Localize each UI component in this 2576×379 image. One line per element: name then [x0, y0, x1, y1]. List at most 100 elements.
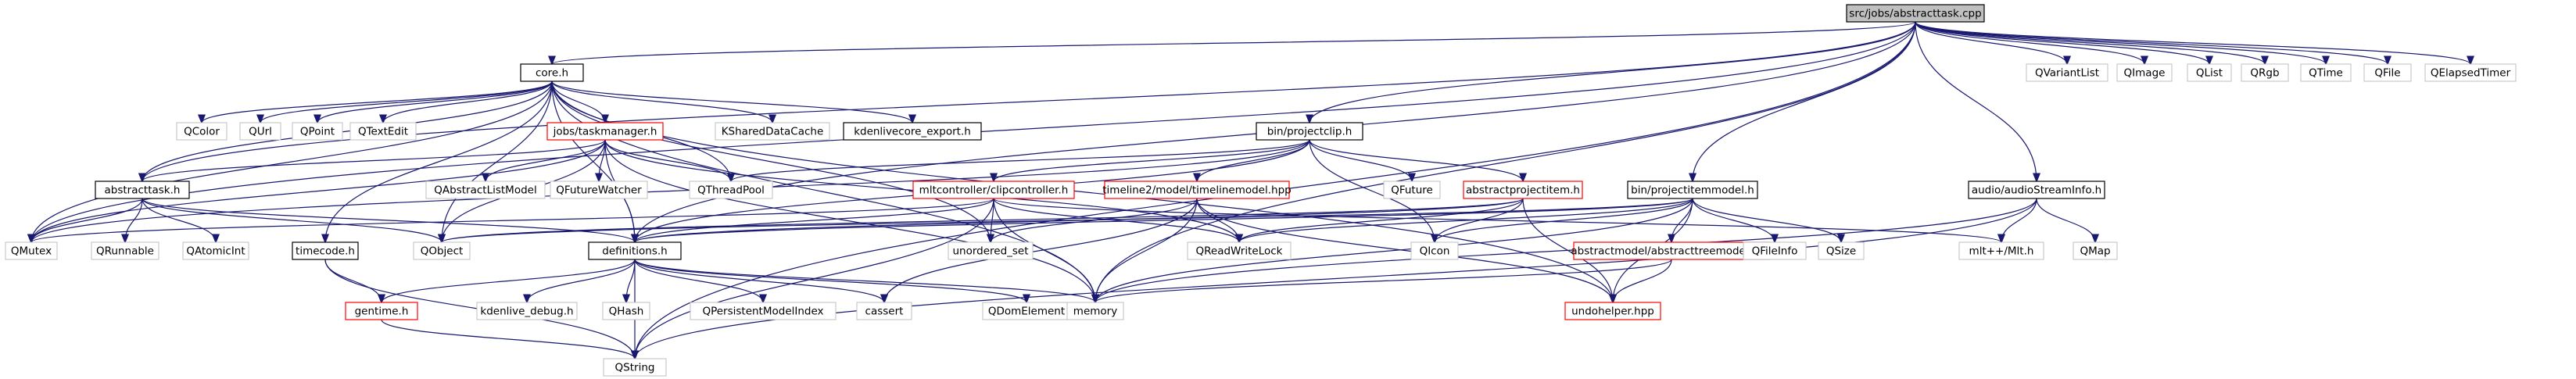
edge-core-to-KSharedDataCache: [551, 80, 772, 123]
edge-core-to-QPoint: [317, 80, 553, 123]
node-box: [95, 181, 190, 199]
node-label: abstractmodel/abstracttreemodel.hpp: [1571, 245, 1772, 258]
node-label: timeline2/model/timelinemodel.hpp: [1102, 184, 1291, 197]
node-box: [1958, 241, 2044, 260]
node-box: [602, 302, 650, 320]
node-label: QTime: [2309, 67, 2343, 80]
node-label: QSize: [1826, 245, 1856, 258]
edge-clipcontroller-to-mlt: [993, 198, 2001, 242]
edge-projectitemmodel-to-memory: [1095, 198, 1693, 302]
node-box: [1968, 181, 2105, 199]
edge-abstracttreemodel-to-memory: [1095, 259, 1672, 302]
node-label: QThreadPool: [697, 184, 765, 197]
edge-projectclip-to-QFuture: [1309, 139, 1412, 181]
node-box: [176, 122, 228, 141]
node-label: QColor: [184, 126, 220, 138]
edge-projectclip-to-QIcon: [1309, 139, 1435, 242]
edge-audiostreaminfo-to-mlt: [2001, 198, 2037, 242]
edge-root-to-QFile: [1915, 21, 2388, 64]
node-label: QObject: [421, 245, 464, 258]
node-undohelper[interactable]: undohelper.hpp: [1564, 302, 1661, 320]
node-abstracttask_h[interactable]: abstracttask.h: [95, 181, 190, 199]
node-abstractprojectitem[interactable]: abstractprojectitem.h: [1463, 181, 1583, 199]
edge-abstracttreemodel-to-undohelper: [1613, 259, 1672, 302]
node-QRgb: QRgb: [2241, 63, 2289, 82]
node-projectitemmodel[interactable]: bin/projectitemmodel.h: [1627, 181, 1758, 199]
edge-definitions-to-memory: [634, 259, 1095, 302]
edge-core-to-QColor: [202, 80, 553, 123]
edge-projectclip-to-timelinemodel: [1197, 139, 1310, 181]
edge-projectitemmodel-to-QObject: [442, 198, 1693, 242]
edge-abstracttask_h-to-QObject: [142, 198, 442, 242]
edge-core-to-timecode: [325, 80, 553, 242]
node-label: unordered_set: [952, 245, 1028, 258]
node-QAtomicInt: QAtomicInt: [182, 241, 249, 260]
node-box: [2187, 63, 2232, 82]
node-audiostreaminfo[interactable]: audio/audioStreamInfo.h: [1968, 181, 2105, 199]
edge-core-to-QUrl: [260, 80, 553, 123]
edge-clipcontroller-to-definitions: [635, 198, 994, 242]
edge-projectclip-to-abstractprojectitem: [1309, 139, 1523, 181]
node-taskmanager[interactable]: jobs/taskmanager.h: [546, 122, 664, 141]
node-root[interactable]: src/jobs/abstracttask.cpp: [1846, 4, 1985, 23]
node-timelinemodel[interactable]: timeline2/model/timelinemodel.hpp: [1102, 181, 1292, 199]
node-projectclip[interactable]: bin/projectclip.h: [1256, 122, 1363, 141]
edge-projectclip-to-clipcontroller: [994, 139, 1310, 181]
node-kdenlivecore_export[interactable]: kdenlivecore_export.h: [843, 122, 982, 141]
node-definitions[interactable]: definitions.h: [588, 241, 682, 260]
edge-projectclip-to-QMutex: [31, 139, 1310, 242]
node-label: KSharedDataCache: [722, 126, 824, 138]
node-label: QIcon: [1420, 245, 1450, 258]
edge-core-to-unordered_set: [551, 80, 991, 242]
node-kdenlive_debug: kdenlive_debug.h: [476, 302, 578, 320]
node-label: audio/audioStreamInfo.h: [1972, 184, 2101, 197]
node-box: [349, 122, 417, 141]
node-label: memory: [1073, 306, 1117, 318]
node-label: QRunnable: [96, 245, 154, 258]
node-box: [1846, 4, 1985, 23]
edge-root-to-QTime: [1915, 21, 2326, 64]
node-QFutureWatcher: QFutureWatcher: [550, 181, 648, 199]
edge-projectitemmodel-to-QSize: [1692, 198, 1841, 242]
node-box: [1383, 181, 1441, 199]
node-label: QDomElement: [988, 306, 1065, 318]
node-clipcontroller[interactable]: mltcontroller/clipcontroller.h: [912, 181, 1075, 199]
node-label: QMap: [2080, 245, 2110, 258]
node-label: QRgb: [2250, 67, 2279, 80]
node-QString: QString: [603, 358, 667, 377]
edge-projectclip-to-QThreadPool: [731, 139, 1310, 181]
node-label: gentime.h: [355, 306, 409, 318]
node-gentime[interactable]: gentime.h: [345, 302, 418, 320]
edge-projectitemmodel-to-QReadWriteLock: [1239, 198, 1693, 242]
node-box: [239, 122, 281, 141]
node-box: [948, 241, 1034, 260]
node-memory: memory: [1066, 302, 1124, 320]
node-label: QImage: [2124, 67, 2166, 80]
edge-abstracttask_h-to-QMutex: [31, 198, 143, 242]
node-QIcon: QIcon: [1410, 241, 1459, 260]
node-label: QFileInfo: [1752, 245, 1798, 258]
node-label: QReadWriteLock: [1196, 245, 1283, 258]
node-QSize: QSize: [1818, 241, 1865, 260]
node-abstracttreemodel[interactable]: abstractmodel/abstracttreemodel.hpp: [1571, 241, 1772, 260]
node-label: QMutex: [11, 245, 52, 258]
edge-timecode-to-gentime: [324, 259, 382, 302]
node-box: [2073, 241, 2118, 260]
node-box: [690, 302, 837, 320]
node-label: abstractprojectitem.h: [1466, 184, 1580, 197]
node-QUrl: QUrl: [239, 122, 281, 141]
node-core[interactable]: core.h: [520, 63, 584, 82]
node-label: abstracttask.h: [105, 184, 181, 197]
node-label: jobs/taskmanager.h: [553, 126, 657, 138]
node-timecode[interactable]: timecode.h: [292, 241, 359, 260]
node-label: QFile: [2374, 67, 2400, 80]
node-label: QUrl: [249, 126, 272, 138]
node-box: [292, 241, 359, 260]
node-QThreadPool: QThreadPool: [689, 181, 773, 199]
edge-taskmanager-to-memory: [604, 139, 1095, 302]
edge-root-to-QImage: [1915, 21, 2144, 64]
node-QFile: QFile: [2363, 63, 2412, 82]
node-box: [856, 302, 912, 320]
edge-projectitemmodel-to-QFileInfo: [1692, 198, 1775, 242]
edge-core-to-QTextEdit: [383, 80, 553, 123]
